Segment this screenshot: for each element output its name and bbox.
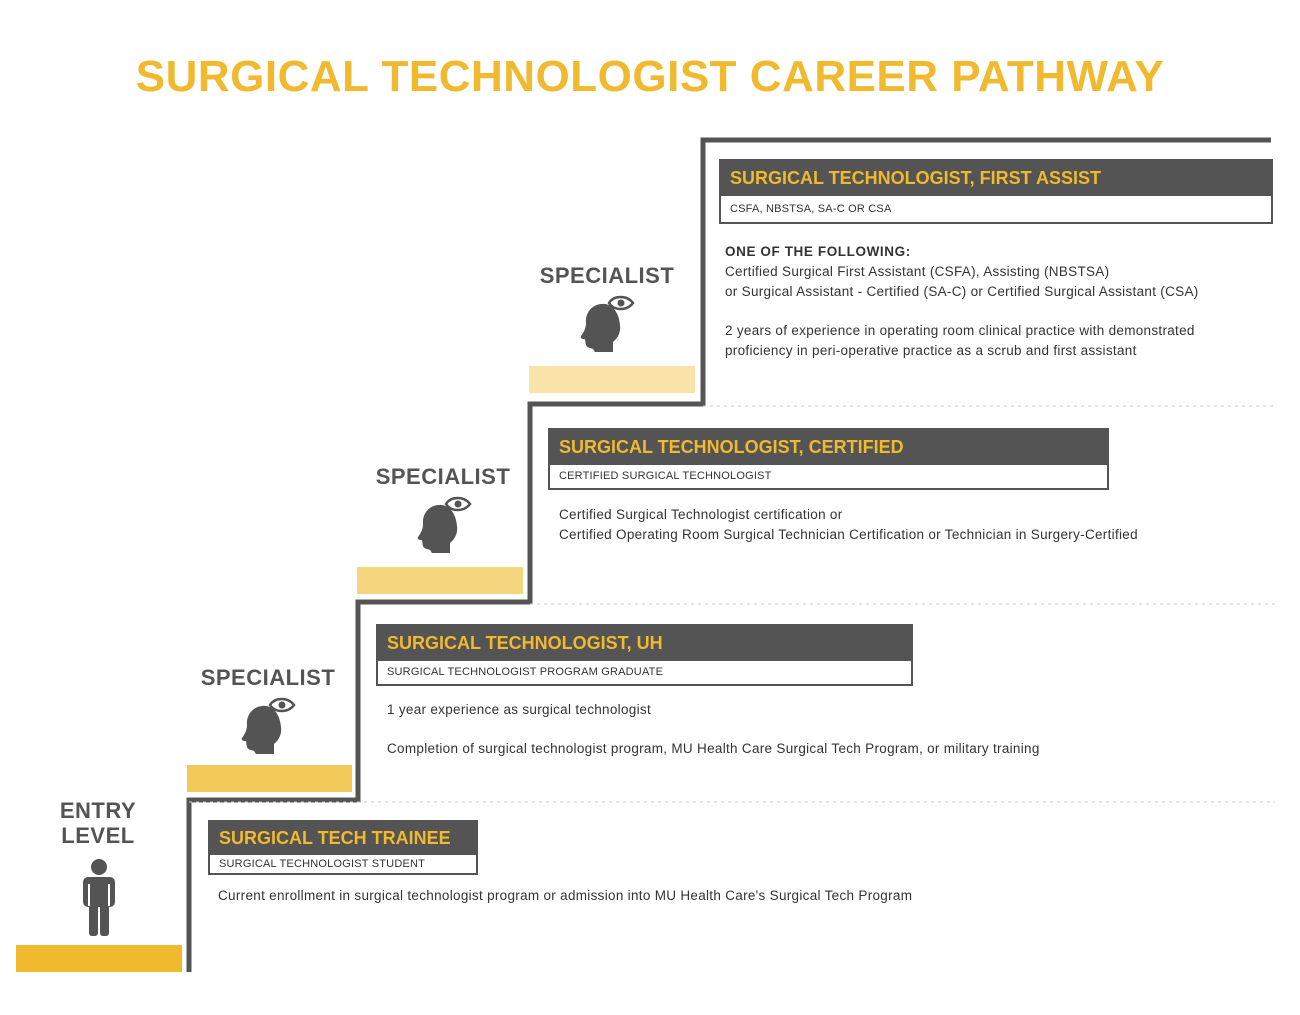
role-card-subtitle: SURGICAL TECHNOLOGIST PROGRAM GRADUATE — [387, 666, 664, 678]
description-line: 2 years of experience in operating room … — [725, 323, 1195, 338]
entry-level-label: ENTRY LEVEL — [28, 798, 168, 848]
entry-level-platform — [16, 945, 182, 972]
page-title: SURGICAL TECHNOLOGIST CAREER PATHWAY — [135, 52, 1165, 101]
specialist-label-2: SPECIALIST — [375, 464, 511, 489]
role-card-title: SURGICAL TECHNOLOGIST, CERTIFIED — [550, 430, 1107, 465]
description-line: proficiency in peri-operative practice a… — [725, 343, 1137, 358]
role-card-uh: SURGICAL TECHNOLOGIST, UH SURGICAL TECHN… — [376, 624, 913, 686]
head-eye-icon — [241, 697, 296, 754]
role-description-first-assist: ONE OF THE FOLLOWING: Certified Surgical… — [725, 242, 1285, 361]
specialist-label-1: SPECIALIST — [200, 665, 336, 690]
role-card-title: SURGICAL TECHNOLOGIST, FIRST ASSIST — [721, 161, 1271, 196]
role-card-subtitle: CSFA, NBSTSA, SA-C OR CSA — [730, 203, 892, 215]
entry-level-label-line1: ENTRY — [59, 798, 137, 823]
person-icon — [83, 859, 115, 936]
description-line: Certified Operating Room Surgical Techni… — [559, 527, 1138, 542]
description-line: or Surgical Assistant - Certified (SA-C)… — [725, 284, 1199, 299]
description-line: Completion of surgical technologist prog… — [387, 741, 1040, 756]
entry-level-label-line2: LEVEL — [61, 823, 135, 848]
role-description-trainee: Current enrollment in surgical technolog… — [218, 886, 1218, 906]
stair-line — [186, 137, 1271, 972]
description-line: Certified Surgical First Assistant (CSFA… — [725, 264, 1110, 279]
role-card-trainee: SURGICAL TECH TRAINEE SURGICAL TECHNOLOG… — [208, 820, 478, 875]
specialist-platform-1 — [187, 765, 352, 792]
role-card-subtitle: CERTIFIED SURGICAL TECHNOLOGIST — [559, 470, 772, 482]
role-description-uh: 1 year experience as surgical technologi… — [387, 700, 1267, 759]
specialist-platform-3 — [529, 366, 695, 393]
head-eye-icon — [580, 295, 635, 352]
description-line: Certified Surgical Technologist certific… — [559, 507, 843, 522]
specialist-platform-2 — [357, 567, 523, 594]
head-eye-icon — [417, 496, 472, 553]
role-card-title: SURGICAL TECH TRAINEE — [210, 822, 476, 855]
role-card-first-assist: SURGICAL TECHNOLOGIST, FIRST ASSIST CSFA… — [719, 159, 1273, 224]
specialist-label-3: SPECIALIST — [539, 263, 675, 288]
role-description-certified: Certified Surgical Technologist certific… — [559, 505, 1259, 545]
description-line: 1 year experience as surgical technologi… — [387, 702, 651, 717]
description-line: Current enrollment in surgical technolog… — [218, 888, 913, 903]
role-card-certified: SURGICAL TECHNOLOGIST, CERTIFIED CERTIFI… — [548, 428, 1109, 490]
description-heading: ONE OF THE FOLLOWING: — [725, 244, 911, 259]
role-card-subtitle: SURGICAL TECHNOLOGIST STUDENT — [219, 858, 426, 870]
role-card-title: SURGICAL TECHNOLOGIST, UH — [378, 626, 911, 661]
